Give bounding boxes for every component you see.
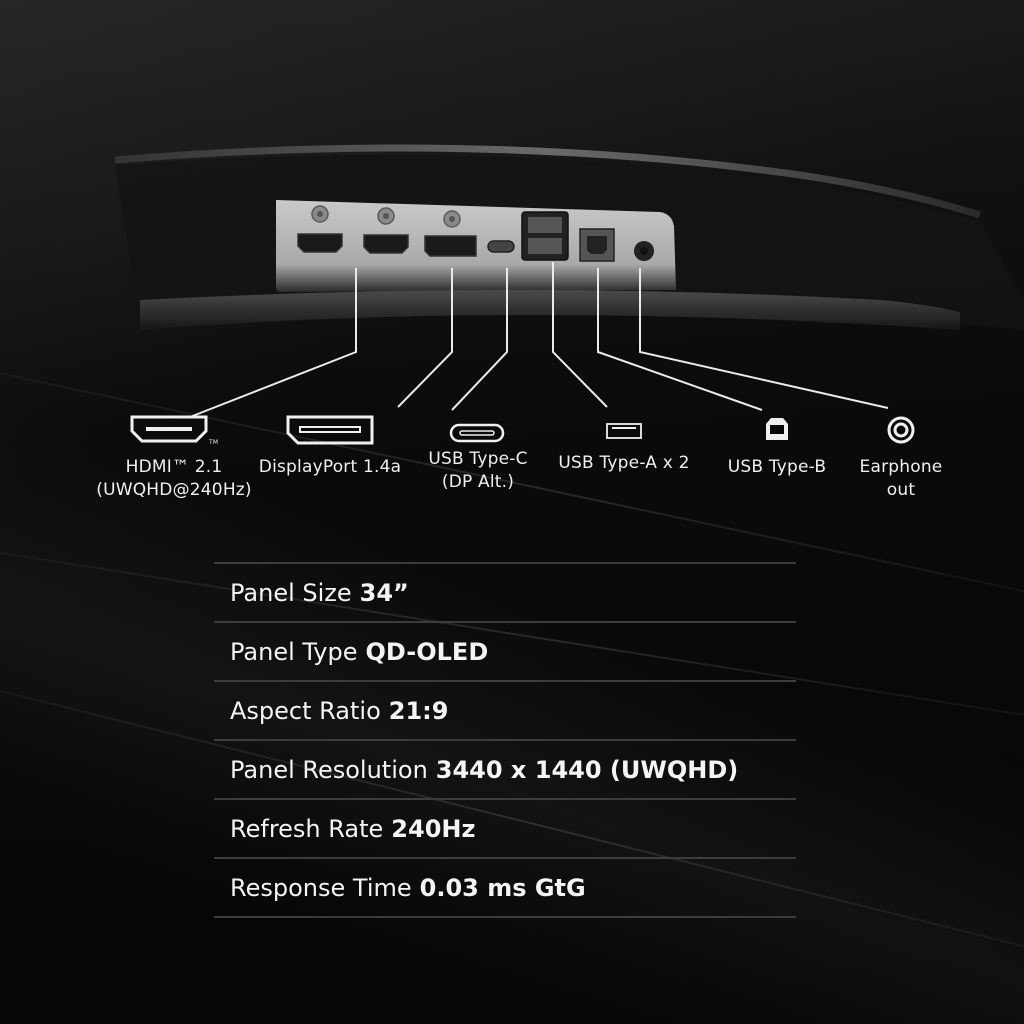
spec-row-response-time: Response Time 0.03 ms GtG [214, 857, 796, 918]
spec-row-panel-resolution: Panel Resolution 3440 x 1440 (UWQHD) [214, 739, 796, 798]
port-displayport: DisplayPort 1.4a [248, 414, 412, 479]
spec-value: QD-OLED [365, 637, 489, 666]
spec-label: Refresh Rate [230, 814, 384, 843]
spec-row-refresh-rate: Refresh Rate 240Hz [214, 798, 796, 857]
spec-label: Aspect Ratio [230, 696, 381, 725]
spec-row-panel-size: Panel Size 34” [214, 562, 796, 621]
hdmi-icon: TM [130, 415, 218, 446]
specs-table: Panel Size 34” Panel Type QD-OLED Aspect… [214, 562, 796, 918]
spec-row-aspect-ratio: Aspect Ratio 21:9 [214, 680, 796, 739]
port-usb-c-sublabel: (DP Alt.) [441, 472, 515, 492]
port-usb-c: USB Type-C (DP Alt.) [418, 414, 538, 494]
usb-type-c-icon [449, 423, 505, 443]
spec-label: Panel Type [230, 637, 358, 666]
spec-label: Response Time [230, 873, 412, 902]
usb-type-a-icon [606, 423, 642, 439]
spec-label: Panel Size [230, 578, 352, 607]
port-hdmi-label: HDMI™ 2.1 [125, 457, 223, 477]
port-usb-c-label: USB Type-C [428, 449, 528, 469]
port-displayport-label: DisplayPort 1.4a [258, 457, 402, 477]
port-usb-a: USB Type-A x 2 [546, 414, 702, 475]
svg-text:TM: TM [208, 439, 218, 446]
monitor-base-curve [140, 290, 960, 330]
port-hdmi-sublabel: (UWQHD@240Hz) [96, 480, 252, 500]
port-earphone-label: Earphone [859, 457, 943, 477]
spec-value: 21:9 [388, 696, 449, 725]
displayport-icon [286, 415, 374, 445]
port-usb-b-label: USB Type-B [727, 457, 827, 477]
port-earphone: Earphone out [846, 414, 956, 502]
monitor-top-rim [114, 144, 982, 219]
port-usb-a-label: USB Type-A x 2 [558, 453, 690, 473]
usb-type-b-icon [766, 418, 788, 440]
port-earphone-sublabel: out [886, 480, 916, 500]
spec-value: 3440 x 1440 (UWQHD) [435, 755, 739, 784]
port-hdmi: TM HDMI™ 2.1 (UWQHD@240Hz) [92, 414, 256, 502]
leader-lines [189, 262, 889, 418]
earphone-jack-icon [887, 416, 915, 444]
spec-row-panel-type: Panel Type QD-OLED [214, 621, 796, 680]
spec-value: 0.03 ms GtG [419, 873, 586, 902]
spec-value: 240Hz [391, 814, 476, 843]
spec-label: Panel Resolution [230, 755, 428, 784]
spec-value: 34” [359, 578, 409, 607]
port-usb-b: USB Type-B [712, 414, 842, 479]
